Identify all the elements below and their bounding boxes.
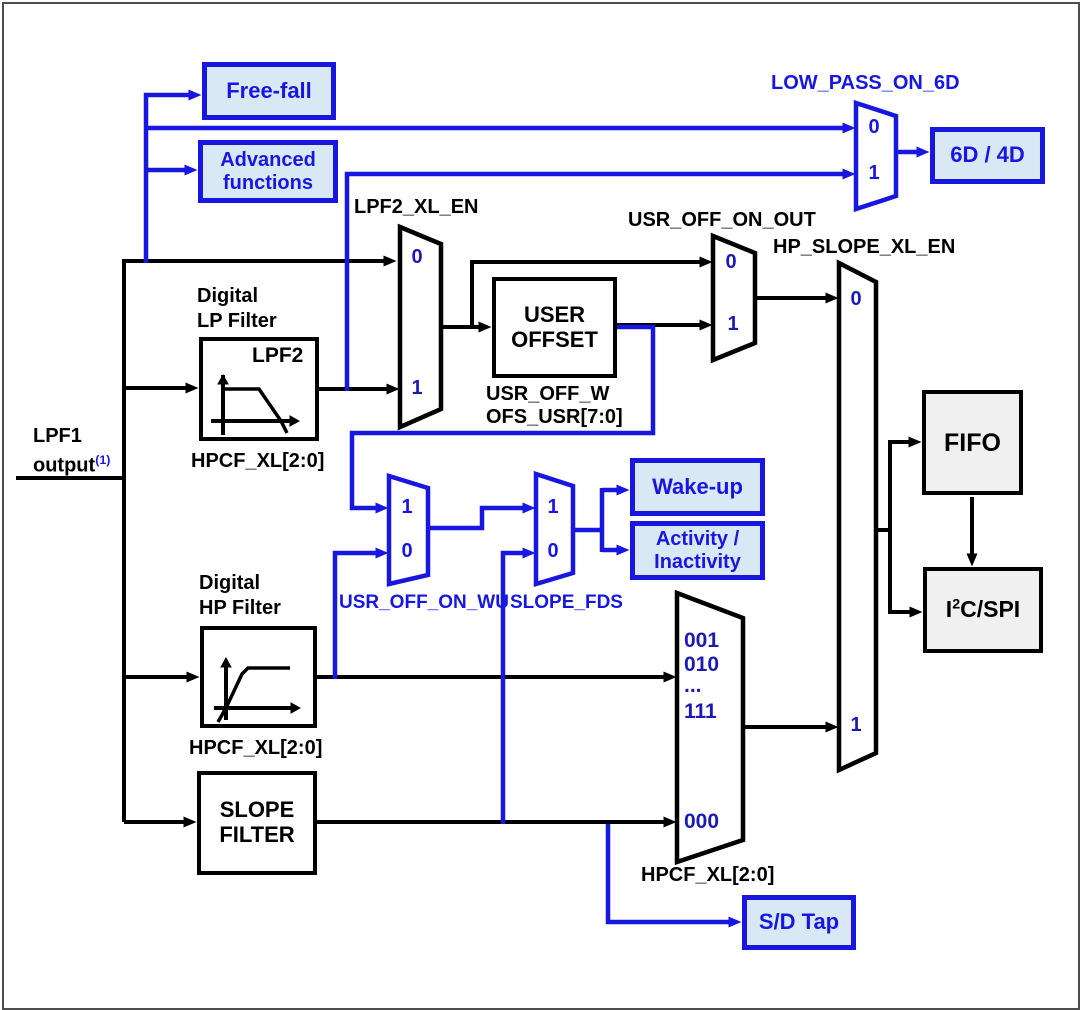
fifo-label: FIFO	[944, 428, 1001, 457]
advanced-functions-line1: Advanced	[220, 149, 316, 172]
slope-filter-box: SLOPE FILTER	[197, 771, 317, 875]
lpf1-line1: LPF1	[33, 425, 82, 447]
blue-wires	[143, 89, 930, 928]
label-low-pass-on-6d: LOW_PASS_ON_6D	[771, 72, 960, 94]
lpf2-tag: LPF2	[252, 344, 304, 367]
wake-up-box: Wake-up	[630, 458, 765, 516]
activity-line1: Activity /	[655, 528, 740, 551]
i2c-spi-box: I2C/SPI	[923, 567, 1043, 653]
label-hpcf-xl-lp: HPCF_XL[2:0]	[191, 450, 325, 472]
mux-slope-fds	[533, 470, 576, 588]
wire-blue-lpf2-to-6dmux1	[344, 168, 856, 391]
free-fall-label: Free-fall	[226, 77, 312, 103]
advanced-functions-line2: functions	[223, 171, 313, 194]
mux-low-pass-on-6d	[853, 99, 899, 213]
activity-line2: Inactivity	[654, 550, 741, 573]
user-offset-line1: USER	[523, 301, 586, 327]
free-fall-box: Free-fall	[202, 62, 336, 120]
label-hpcf-xl-mux: HPCF_XL[2:0]	[641, 864, 775, 886]
wire-blue-sdtap	[605, 824, 742, 928]
mux-hp-slope-xl-en	[836, 259, 879, 774]
mux-usr-off-on-wu	[386, 472, 431, 587]
label-usr-off-on-wu: USR_OFF_ON_WU	[339, 592, 509, 613]
mux-hpcf-select	[674, 589, 746, 866]
mux-hpcf-v3: 111	[684, 700, 717, 723]
mux-hpslope-in1: 1	[850, 714, 862, 736]
label-slope-fds: SLOPE_FDS	[510, 592, 623, 613]
lp-filter-curve-icon	[211, 373, 301, 435]
slope-filter-line1: SLOPE	[219, 797, 295, 823]
sd-tap-label: S/D Tap	[758, 909, 840, 935]
label-digital-lp-filter: Digital LP Filter	[197, 285, 277, 332]
wire-blue-offset-feedback	[349, 324, 656, 514]
wire-offset-bypass	[470, 256, 713, 329]
label-usr-off-w: USR_OFF_W OFS_USR[7:0]	[486, 383, 623, 428]
label-usr-off-on-out: USR_OFF_ON_OUT	[628, 209, 816, 231]
mux-hpcf-v0: 000	[684, 810, 720, 833]
mux-6d-in0: 0	[868, 116, 880, 138]
mux-6d-in1: 1	[868, 162, 880, 184]
mux-fds-in-bottom: 0	[547, 540, 559, 562]
mux-usroffout-in0: 0	[725, 251, 737, 273]
user-offset-box: USER OFFSET	[492, 277, 617, 378]
wake-up-label: Wake-up	[652, 473, 743, 499]
wire-blue-slope-tap	[500, 547, 536, 824]
mux-usroffout-in1: 1	[727, 313, 739, 335]
mux-wu-in-bottom: 0	[401, 540, 413, 562]
mux-hpcf-v2: 010	[684, 653, 720, 676]
wire-blue-trunk-freefall	[143, 89, 202, 263]
mux-wu-in-top: 1	[401, 496, 413, 518]
label-hpcf-xl-hp: HPCF_XL[2:0]	[189, 737, 323, 759]
user-offset-line2: OFFSET	[511, 326, 598, 352]
label-digital-hp-filter: Digital HP Filter	[199, 572, 281, 619]
wire-blue-wumux-out	[428, 502, 536, 531]
6d-4d-label: 6D / 4D	[950, 142, 1025, 168]
label-lpf1-output: LPF1 output(1)	[33, 424, 110, 478]
mux-lpf2-in0: 0	[411, 246, 423, 268]
hp-filter-curve-icon	[214, 656, 302, 723]
slope-filter-line2: FILTER	[219, 822, 295, 847]
mux-lpf2-in1: 1	[411, 377, 423, 399]
6d-4d-box: 6D / 4D	[930, 127, 1045, 184]
mux-hpcf-v1: 001	[684, 629, 720, 652]
wire-blue-hp-tap	[332, 547, 389, 679]
mux-usr-off-on-out	[710, 232, 758, 364]
mux-hpslope-in0: 0	[850, 288, 862, 310]
digital-lp-filter-box	[199, 337, 319, 441]
fifo-box: FIFO	[922, 390, 1023, 495]
activity-inactivity-box: Activity / Inactivity	[630, 521, 765, 580]
mux-lpf2-xl-en	[397, 223, 444, 431]
mux-hpcf-dots: ...	[684, 674, 702, 697]
sd-tap-box: S/D Tap	[742, 895, 856, 950]
label-hp-slope-xl-en: HP_SLOPE_XL_EN	[773, 236, 956, 258]
black-wires	[16, 255, 978, 828]
mux-shapes	[386, 99, 899, 866]
i2c-spi-label: I2C/SPI	[945, 596, 1021, 623]
lpf1-line2: output(1)	[33, 453, 111, 477]
advanced-functions-box: Advanced functions	[198, 140, 338, 203]
digital-hp-filter-box	[200, 626, 317, 728]
label-lpf2-xl-en: LPF2_XL_EN	[354, 196, 479, 218]
footnote-ref: (1)	[95, 453, 111, 467]
mux-fds-in-top: 1	[547, 496, 559, 518]
